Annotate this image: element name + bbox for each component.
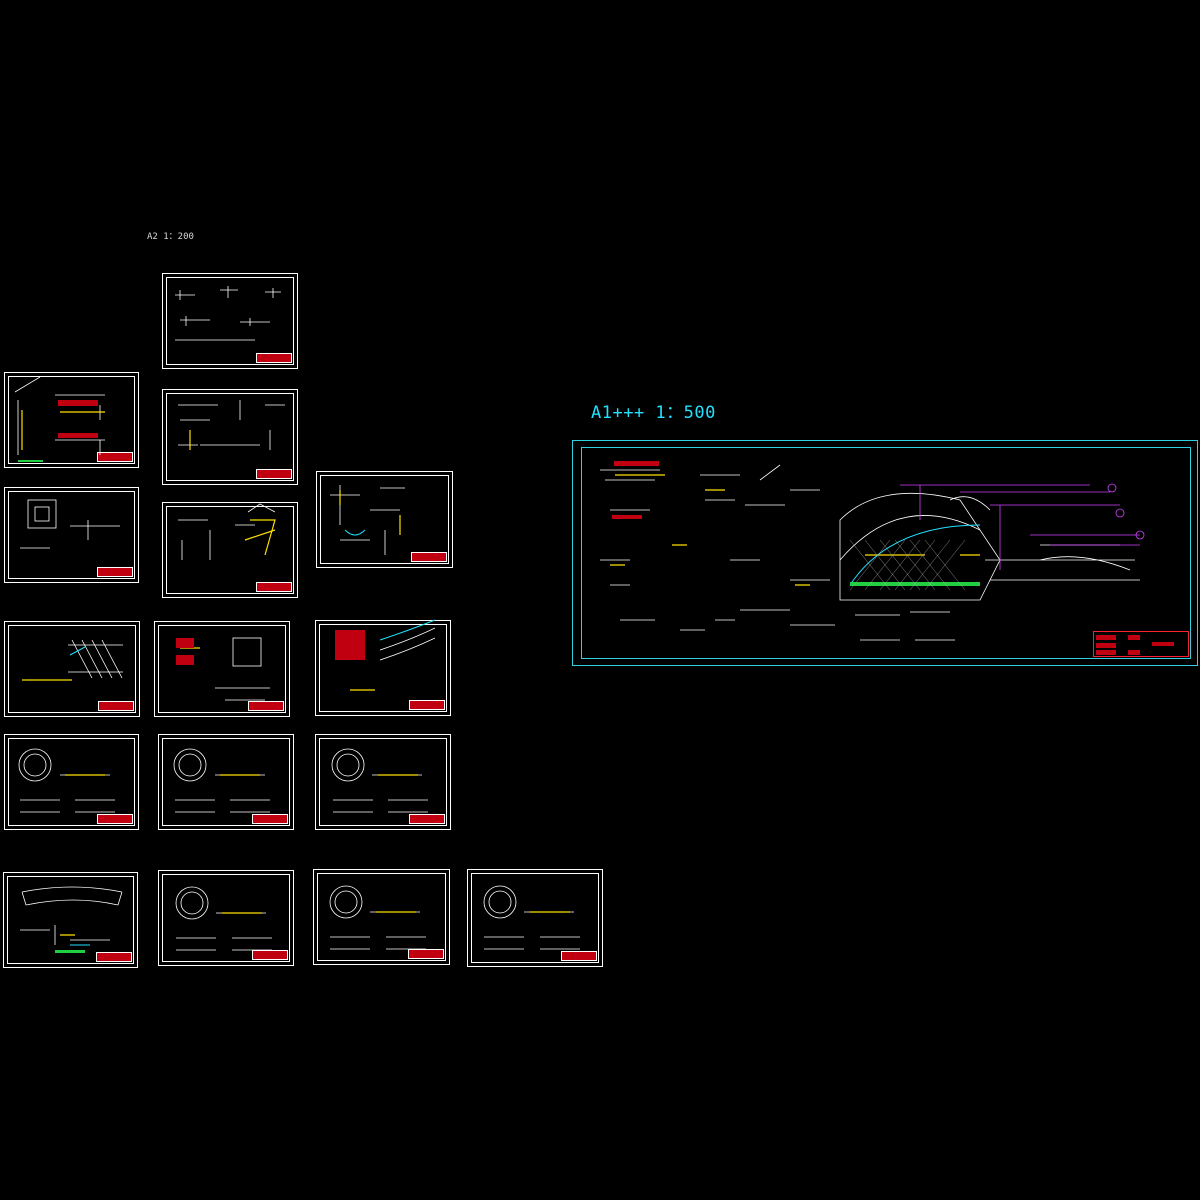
drawing-sheet-a1[interactable]	[572, 440, 1198, 666]
drawing-sheet-12[interactable]	[315, 734, 451, 830]
title-block-icon	[1093, 631, 1189, 657]
title-block-icon	[97, 567, 133, 577]
drawing-sheet-13[interactable]	[3, 872, 138, 968]
title-block-icon	[248, 701, 284, 711]
drawing-sheet-5[interactable]	[162, 502, 298, 598]
scale-label-a2: A2 1：200	[147, 232, 194, 242]
drawing-sheet-7[interactable]	[4, 621, 140, 717]
title-block-icon	[97, 814, 133, 824]
title-block-icon	[409, 700, 445, 710]
drawing-sheet-9[interactable]	[315, 620, 451, 716]
drawing-sheet-14[interactable]	[158, 870, 294, 966]
drawing-sheet-3[interactable]	[162, 389, 298, 485]
title-block-icon	[98, 701, 134, 711]
title-block-icon	[252, 950, 288, 960]
drawing-sheet-15[interactable]	[313, 869, 450, 965]
title-block-icon	[411, 552, 447, 562]
drawing-sheet-6[interactable]	[316, 471, 453, 568]
drawing-sheet-4[interactable]	[4, 487, 139, 583]
drawing-sheet-2[interactable]	[4, 372, 139, 468]
title-block-icon	[96, 952, 132, 962]
drawing-sheet-10[interactable]	[4, 734, 139, 830]
title-block-icon	[252, 814, 288, 824]
drawing-sheet-16[interactable]	[467, 869, 603, 967]
scale-label-a1: A1+++ 1：500	[591, 403, 716, 423]
title-block-icon	[561, 951, 597, 961]
drawing-sheet-11[interactable]	[158, 734, 294, 830]
title-block-icon	[256, 469, 292, 479]
title-block-icon	[408, 949, 444, 959]
drawing-sheet-1[interactable]	[162, 273, 298, 369]
title-block-icon	[256, 353, 292, 363]
title-block-icon	[97, 452, 133, 462]
drawing-sheet-8[interactable]	[154, 621, 290, 717]
title-block-icon	[256, 582, 292, 592]
title-block-icon	[409, 814, 445, 824]
